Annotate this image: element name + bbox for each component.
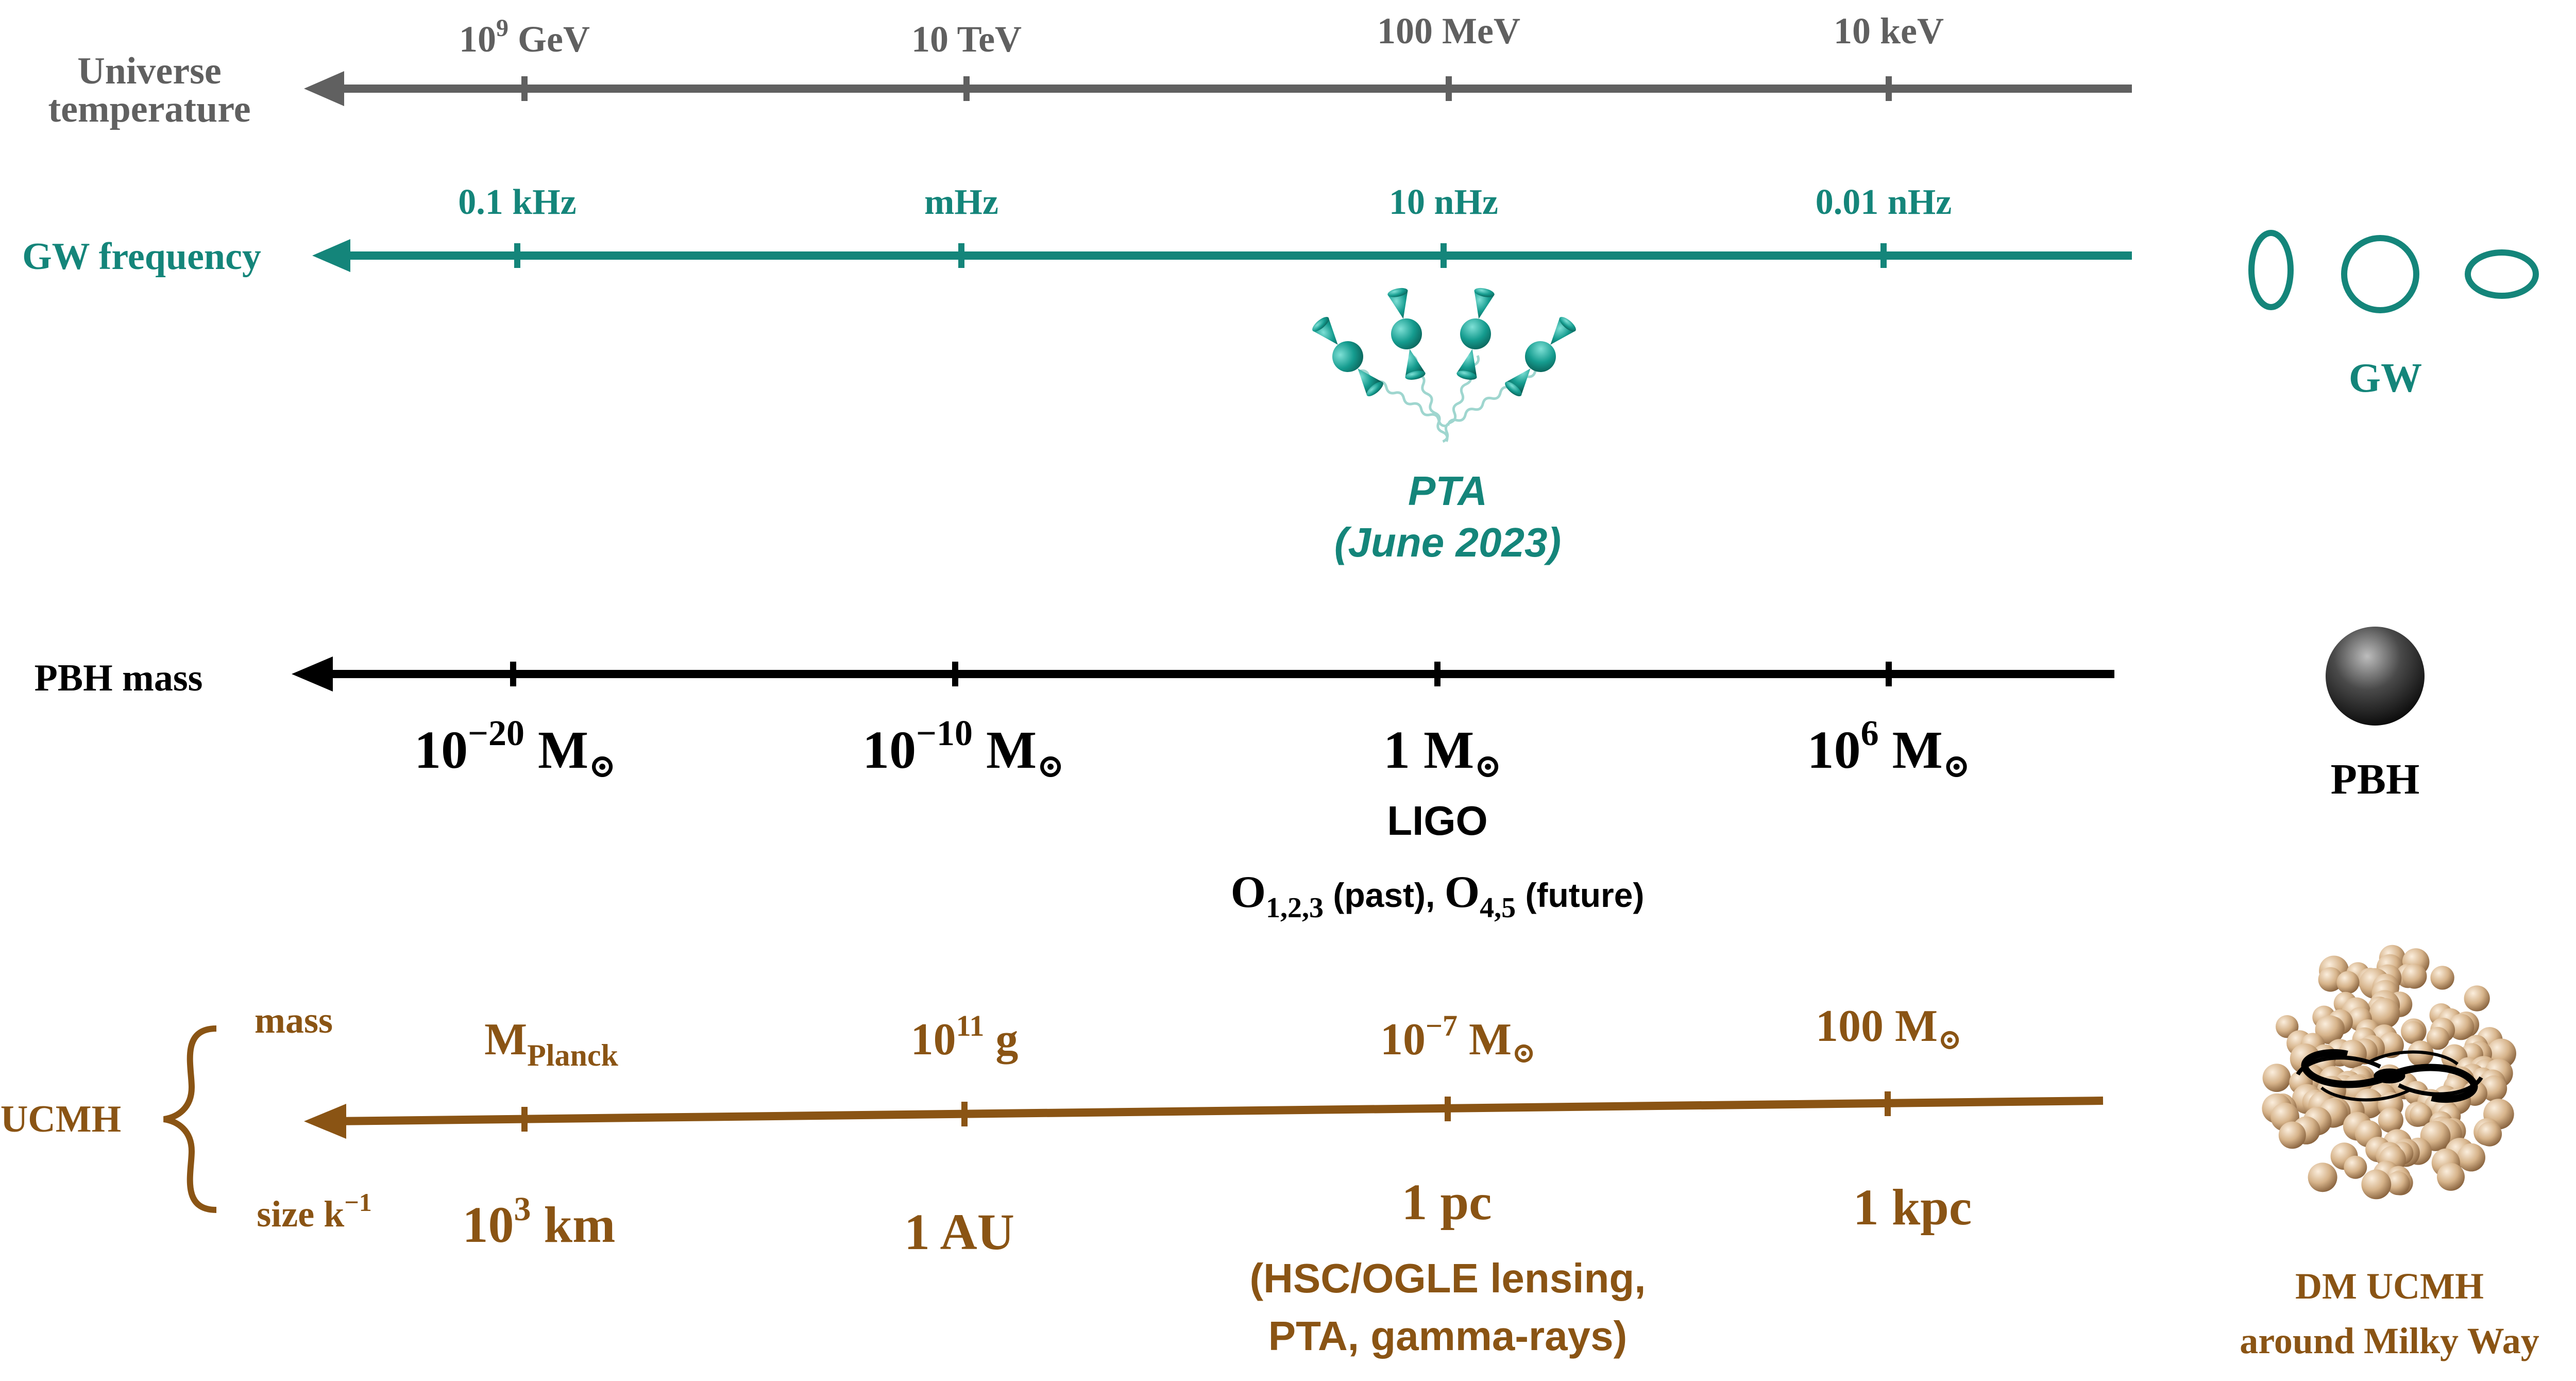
- pulsar-icon: [1312, 316, 1383, 397]
- ucmh-mass-label: mass: [255, 1000, 333, 1041]
- pta-label: PTA: [1408, 468, 1487, 514]
- dark-matter-particle: [2437, 1163, 2465, 1191]
- ucmh-size-tick-label: 103 km: [463, 1190, 616, 1253]
- gw-tick-label: mHz: [924, 182, 998, 222]
- pbh-tick-label: 1 M⊙: [1383, 720, 1502, 784]
- dark-matter-particle: [2262, 1064, 2291, 1092]
- ucmh-label: UCMH: [1, 1098, 121, 1140]
- pbh-mass-axis: PBH mass 10−20 M⊙ 10−10 M⊙ 1 M⊙ 106 M⊙: [35, 656, 2114, 784]
- gw-frequency-axis: GW frequency 0.1 kHz mHz 10 nHz 0.01 nHz: [22, 182, 2132, 278]
- pulsar-icon: [1387, 288, 1426, 380]
- dark-matter-particle: [2430, 966, 2454, 990]
- pbh-tick-label: 106 M⊙: [1807, 714, 1971, 784]
- dark-matter-particle: [2344, 1155, 2367, 1179]
- dark-matter-particle: [2336, 971, 2360, 994]
- dark-matter-particle: [2457, 1143, 2486, 1172]
- gw-icon-label: GW: [2349, 356, 2422, 401]
- pulsar-icon: [1456, 288, 1495, 380]
- ucmh-size-tick-label: 1 pc: [1402, 1173, 1492, 1231]
- pta-pulsars-icon: [1312, 288, 1576, 443]
- temperature-axis: Universe temperature 109 GeV 10 TeV 100 …: [48, 10, 2132, 130]
- dark-matter-particle: [2315, 1015, 2344, 1045]
- dark-matter-particle: [2378, 1107, 2403, 1133]
- gw-tick-label: 10 nHz: [1389, 182, 1498, 222]
- ucmh-mass-tick-label: 100 M⊙: [1816, 1001, 1962, 1056]
- pbh-mass-label: PBH mass: [35, 657, 203, 699]
- ligo-label: LIGO: [1387, 798, 1488, 844]
- ucmh-size-tick-label: 1 kpc: [1853, 1178, 1972, 1236]
- gw-frequency-label: GW frequency: [22, 235, 261, 278]
- temperature-tick-label: 10 keV: [1834, 10, 1944, 52]
- ucmh-mass-tick-label: 1011 g: [911, 1009, 1019, 1065]
- ucmh-brace: [163, 1025, 217, 1213]
- temperature-label-line1: Universe: [77, 50, 222, 92]
- gw-tick-label: 0.01 nHz: [1816, 182, 1952, 222]
- pbh-tick-label: 10−10 M⊙: [862, 714, 1064, 784]
- ucmh-icon-label-line1: DM UCMH: [2295, 1266, 2484, 1307]
- temperature-label-line2: temperature: [48, 88, 250, 130]
- pulsar-icon: [1505, 316, 1576, 397]
- ucmh-mass-tick-label: 10−7 M⊙: [1380, 1009, 1536, 1069]
- ucmh-axis: UCMH mass size k−1 MPlanck 1011 g 10−7 M…: [1, 1000, 2104, 1260]
- dark-matter-particle: [2278, 1121, 2306, 1149]
- dark-matter-particle: [2308, 1163, 2337, 1192]
- dark-matter-particle: [2464, 985, 2490, 1012]
- ucmh-size-tick-label: 1 AU: [904, 1203, 1014, 1260]
- dark-matter-particle: [2477, 1121, 2502, 1147]
- temperature-axis-arrowhead: [304, 71, 344, 106]
- pbh-axis-arrowhead: [292, 656, 333, 692]
- gw-tick-label: 0.1 kHz: [458, 182, 576, 222]
- ucmh-constraints-line2: PTA, gamma-rays): [1268, 1313, 1628, 1359]
- pbh-tick-label: 10−20 M⊙: [414, 714, 616, 784]
- dark-matter-particle: [2369, 998, 2400, 1029]
- dark-matter-particle: [2401, 1021, 2425, 1045]
- pta-date: (June 2023): [1334, 519, 1561, 565]
- temperature-tick-label: 10 TeV: [911, 19, 1022, 60]
- dark-matter-particle: [2318, 967, 2343, 992]
- dark-matter-particle: [2481, 1075, 2507, 1102]
- gravitational-wave-polarization-icon: [2248, 230, 2539, 313]
- dark-matter-particle: [2361, 1169, 2392, 1200]
- gw-axis-arrowhead: [312, 239, 350, 272]
- black-hole-sphere-icon: [2326, 627, 2425, 726]
- ucmh-mass-tick-label: MPlanck: [484, 1015, 618, 1072]
- dark-matter-particle: [2426, 1026, 2450, 1050]
- temperature-tick-label: 109 GeV: [459, 14, 590, 60]
- ucmh-axis-line: [329, 1097, 2104, 1125]
- ligo-observing-runs: O1,2,3 (past), O4,5 (future): [1231, 867, 1645, 924]
- dark-matter-particle: [2402, 964, 2427, 989]
- milky-way-spiral-icon: [2296, 1049, 2483, 1103]
- ucmh-constraints-line1: (HSC/OGLE lensing,: [1250, 1255, 1646, 1301]
- ucmh-size-label: size k−1: [257, 1188, 371, 1235]
- dark-matter-particle: [2410, 1103, 2432, 1126]
- ucmh-axis-arrowhead: [304, 1104, 346, 1139]
- pbh-icon-label: PBH: [2331, 755, 2420, 803]
- temperature-tick-label: 100 MeV: [1377, 10, 1520, 52]
- ucmh-icon-label-line2: around Milky Way: [2240, 1320, 2539, 1361]
- dark-matter-particle: [2386, 1171, 2410, 1195]
